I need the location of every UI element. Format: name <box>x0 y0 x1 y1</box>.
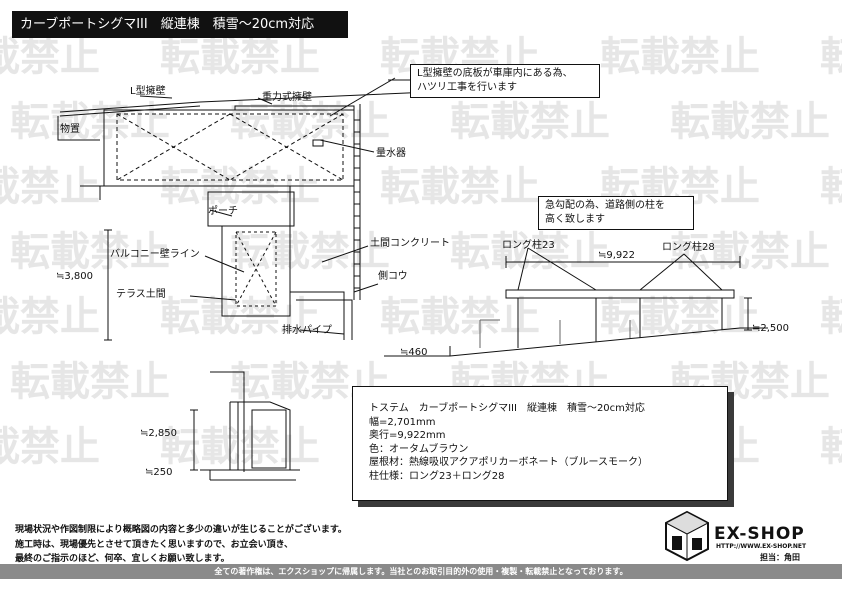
watermark-text: 転載禁止 <box>450 229 610 275</box>
watermark-text: 転載禁止 <box>450 99 610 145</box>
balcony-outline <box>221 225 291 317</box>
spec-line-product: トステム カーブポートシグマIII 縦連棟 積雪～20cm対応 <box>369 403 645 414</box>
watermark-text: 転載禁止 <box>820 164 842 210</box>
watermark-text: 転載禁止 <box>160 424 320 470</box>
watermark-text: 転載禁止 <box>0 294 100 340</box>
watermark-text: 転載禁止 <box>160 294 320 340</box>
exshop-logo-cube-icon <box>664 510 710 562</box>
label-depth-dim: ≒3,800 <box>56 271 94 282</box>
callout-pillar: 急勾配の為、道路側の柱を 高く致します <box>538 196 694 230</box>
watermark-text: 転載禁止 <box>10 229 170 275</box>
label-side-base: ≒250 <box>145 467 173 478</box>
watermark-text: 転載禁止 <box>380 294 540 340</box>
watermark-text: 転載禁止 <box>0 164 100 210</box>
callout-l-wall-line2: ハツリ工事を行います <box>417 82 517 93</box>
watermark-text: 転載禁止 <box>600 294 760 340</box>
spec-line-depth: 奥行=9,922mm <box>369 430 446 441</box>
storage-outline <box>57 116 100 141</box>
watermark-text: 転載禁止 <box>820 34 842 80</box>
ground-slope <box>384 327 768 357</box>
note-line3: 最終のご指示のほど、何卒、宜しくお願い致します。 <box>15 554 230 564</box>
watermark-text: 転載禁止 <box>820 294 842 340</box>
callout-l-wall: L型擁壁の底板が車庫内にある為、 ハツリ工事を行います <box>410 64 600 98</box>
copyright-footer: 全ての著作権は、エクスショップに帰属します。当社とのお取引目的外の使用・複製・転… <box>0 564 842 579</box>
logo-name: EX-SHOP <box>714 524 805 544</box>
label-water-meter: 量水器 <box>376 148 406 159</box>
label-gutter: 側コウ <box>378 271 408 282</box>
note-line2: 施工時は、現場優先とさせて頂きたく思いますので、お立会い頂き、 <box>15 539 294 550</box>
callout-l-wall-line1: L型擁壁の底板が車庫内にある為、 <box>417 68 573 79</box>
gravity-wall <box>234 105 355 112</box>
spec-line-pillar: 柱仕様：ロング23＋ロング28 <box>369 470 505 482</box>
watermark-text: 転載禁止 <box>230 229 390 275</box>
watermark-text: 転載禁止 <box>0 34 100 80</box>
carport-roof-dashed <box>116 113 344 181</box>
l-wall-line <box>59 91 431 113</box>
notes: 現場状況や作図制限により概略図の内容と多少の違いが生じることがございます。 施工… <box>15 523 347 567</box>
carport-plan-frame <box>103 109 355 187</box>
width-dimension <box>505 256 741 268</box>
label-slope-dim: ≒460 <box>400 347 428 358</box>
staff-label: 担当：角田 <box>760 553 800 562</box>
label-porch: ポーチ <box>208 206 238 217</box>
spec-box: トステム カーブポートシグマIII 縦連棟 積雪～20cm対応 幅=2,701m… <box>352 386 728 501</box>
callout-pillar-line1: 急勾配の為、道路側の柱を <box>545 200 665 211</box>
depth-dimension <box>104 229 112 341</box>
watermark-text: 転載禁止 <box>0 424 100 470</box>
logo-url: HTTP://WWW.EX-SHOP.NET <box>716 543 807 550</box>
label-l-wall: L型擁壁 <box>130 86 166 97</box>
label-long23: ロング柱23 <box>502 240 555 251</box>
watermark-text: 転載禁止 <box>600 34 760 80</box>
water-meter-symbol <box>312 139 324 147</box>
label-width-dim: ≒9,922 <box>598 250 636 261</box>
label-gravity-wall: 重力式擁壁 <box>262 92 312 103</box>
label-balcony-wall: バルコニー壁ライン <box>110 249 200 260</box>
label-drain-pipe: 排水パイプ <box>282 325 332 336</box>
side-roof <box>230 401 291 470</box>
watermark-text: 転載禁止 <box>380 164 540 210</box>
watermark-text: 転載禁止 <box>230 99 390 145</box>
note-line1: 現場状況や作図制限により概略図の内容と多少の違いが生じることがございます。 <box>15 525 347 535</box>
carport-beam <box>505 289 735 299</box>
watermark-text: 転載禁止 <box>160 164 320 210</box>
spec-line-width: 幅=2,701mm <box>369 416 436 428</box>
height-dimension <box>744 297 752 331</box>
label-terrace: テラス土間 <box>116 289 166 300</box>
drain-line <box>290 291 345 340</box>
label-concrete: 土間コンクリート <box>370 238 450 249</box>
watermark-text: 転載禁止 <box>670 99 830 145</box>
side-post-frame <box>251 409 287 469</box>
page-title: カーブポートシグマIII 縦連棟 積雪～20cm対応 <box>12 11 348 38</box>
label-height-dim: ≒2,500 <box>752 323 790 334</box>
watermark-text: 転載禁止 <box>10 359 170 405</box>
watermark-text: 転載禁止 <box>10 99 170 145</box>
label-side-height: ≒2,850 <box>140 428 178 439</box>
spec-line-color: 色：オータムブラウン <box>369 443 469 455</box>
watermark-text: 転載禁止 <box>820 424 842 470</box>
label-long28: ロング柱28 <box>662 242 715 253</box>
callout-pillar-line2: 高く致します <box>545 214 605 225</box>
watermark-text: 転載禁止 <box>160 34 320 80</box>
side-height-dimension <box>190 409 198 471</box>
carport-pillars <box>517 298 723 348</box>
spec-line-roof: 屋根材：熱線吸収アクアポリカーボネート（ブルースモーク） <box>369 457 648 468</box>
watermark-text: 転載禁止 <box>670 229 830 275</box>
label-storage: 物置 <box>60 124 80 135</box>
